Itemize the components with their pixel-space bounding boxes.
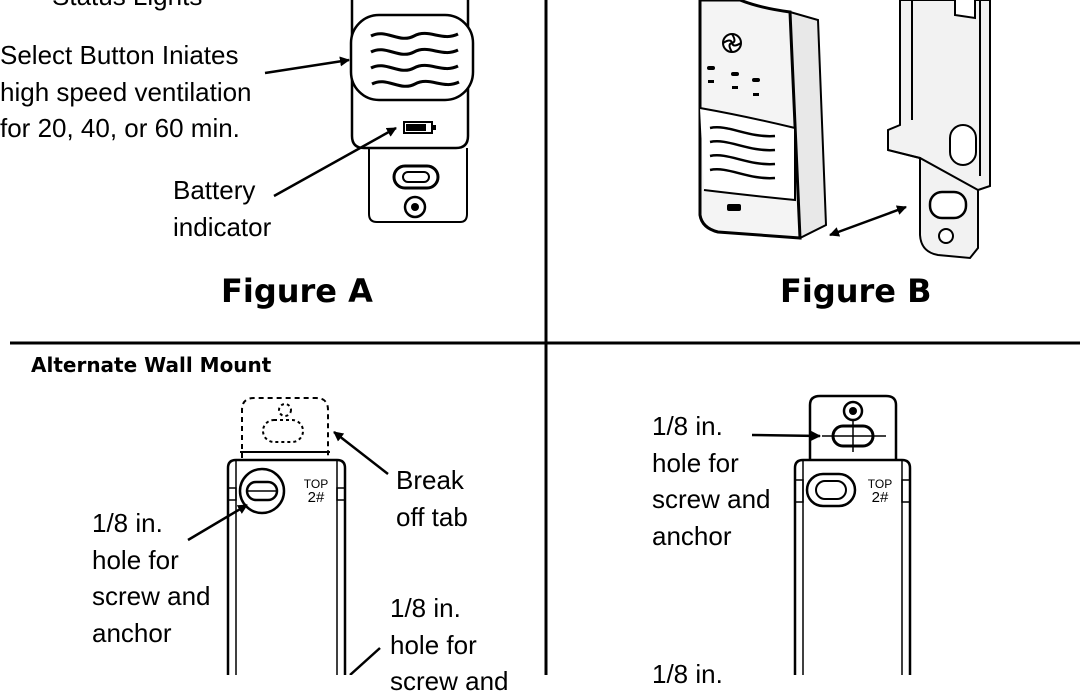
device-side-view [698,0,828,240]
select-button-label: Select Button Iniates high speed ventila… [0,40,252,143]
hole-label-left: 1/8 in. hole for screw and anchor [92,508,211,648]
break-off-tab-label: Break off tab [396,465,468,532]
hole-label-right: 1/8 in. hole for screw and anchor [652,411,771,551]
fan-icon [722,33,742,53]
top-marking-left: TOP 2# [302,478,330,506]
battery-indicator-label: Battery indicator [173,175,272,242]
alternate-wall-mount-title: Alternate Wall Mount [31,353,272,377]
wave-icon [370,31,460,88]
instruction-diagram [10,0,1080,675]
top-number: 2# [307,489,325,506]
wall-mount-plate-right [793,394,912,675]
wall-mount-plate-left [226,397,347,675]
hole-label-lower: 1/8 in. hole for screw and [390,593,509,696]
select-button-shape [349,13,475,102]
battery-icon [727,204,741,211]
hole-label-right-lower: 1/8 in. [652,659,723,689]
mounting-bracket [887,0,991,260]
status-lights-icon [707,66,760,96]
top-text: TOP [867,477,893,491]
top-text: TOP [303,477,329,491]
top-marking-right: TOP 2# [866,478,894,506]
wave-icon [709,126,776,180]
status-lights-label: Status Lights [52,0,202,15]
figure-a-title: Figure A [221,272,373,310]
top-number: 2# [871,489,889,506]
figure-b-title: Figure B [780,272,932,310]
battery-icon [403,121,436,134]
device-front-view [349,0,475,223]
panel-dividers [10,0,1080,675]
